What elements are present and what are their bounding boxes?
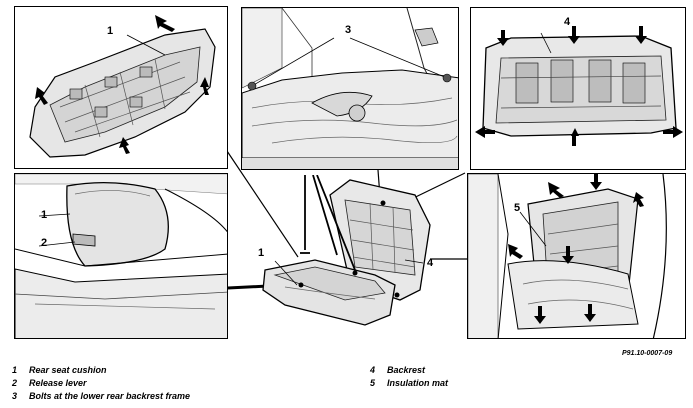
- arrow-icon: [119, 137, 130, 154]
- callout-3: 3: [345, 24, 352, 36]
- arrow-icon: [35, 87, 48, 105]
- arrow-icon: [508, 244, 523, 259]
- arrow-icon: [584, 304, 596, 322]
- callout-2: 2: [41, 237, 48, 249]
- arrow-icon: [155, 15, 175, 32]
- arrow-icon: [590, 174, 602, 190]
- callout-4: 4: [427, 257, 434, 269]
- arrow-icon: [562, 246, 574, 264]
- arrow-icon: [475, 126, 495, 138]
- arrow-icon: [548, 182, 564, 198]
- callout-1: 1: [41, 209, 48, 221]
- panel-seat-cushion-underside: 1: [14, 6, 228, 169]
- callout-1: 1: [258, 247, 265, 259]
- panel-release-lever: 1 2: [14, 173, 228, 339]
- arrow-icon: [663, 126, 683, 138]
- release-lever-drawing: [15, 174, 227, 338]
- insulation-mat-drawing: [468, 174, 667, 338]
- arrow-icon: [633, 192, 644, 207]
- arrow-icon: [497, 30, 509, 46]
- seat-assembly-drawing: [262, 174, 431, 326]
- arrow-icon: [568, 26, 580, 44]
- backrest-frame-drawing: [475, 26, 683, 146]
- backrest-bolts-drawing: [242, 8, 458, 169]
- callout-1: 1: [107, 25, 114, 37]
- seat-cushion-underside-drawing: [29, 15, 216, 158]
- panel-insulation-mat: 5: [467, 173, 686, 339]
- figure-code: P91.10-0007-09: [622, 350, 673, 357]
- callout-5: 5: [514, 202, 521, 214]
- arrow-icon: [571, 128, 579, 146]
- panel-backrest-bolts: 3: [241, 7, 459, 170]
- arrow-icon: [534, 306, 546, 324]
- arrow-icon: [635, 26, 647, 44]
- arrow-icon: [200, 77, 209, 95]
- callout-4: 4: [564, 16, 571, 28]
- panel-backrest-frame: 4: [470, 7, 686, 170]
- seat-assembly-overview: 1 4: [255, 174, 450, 335]
